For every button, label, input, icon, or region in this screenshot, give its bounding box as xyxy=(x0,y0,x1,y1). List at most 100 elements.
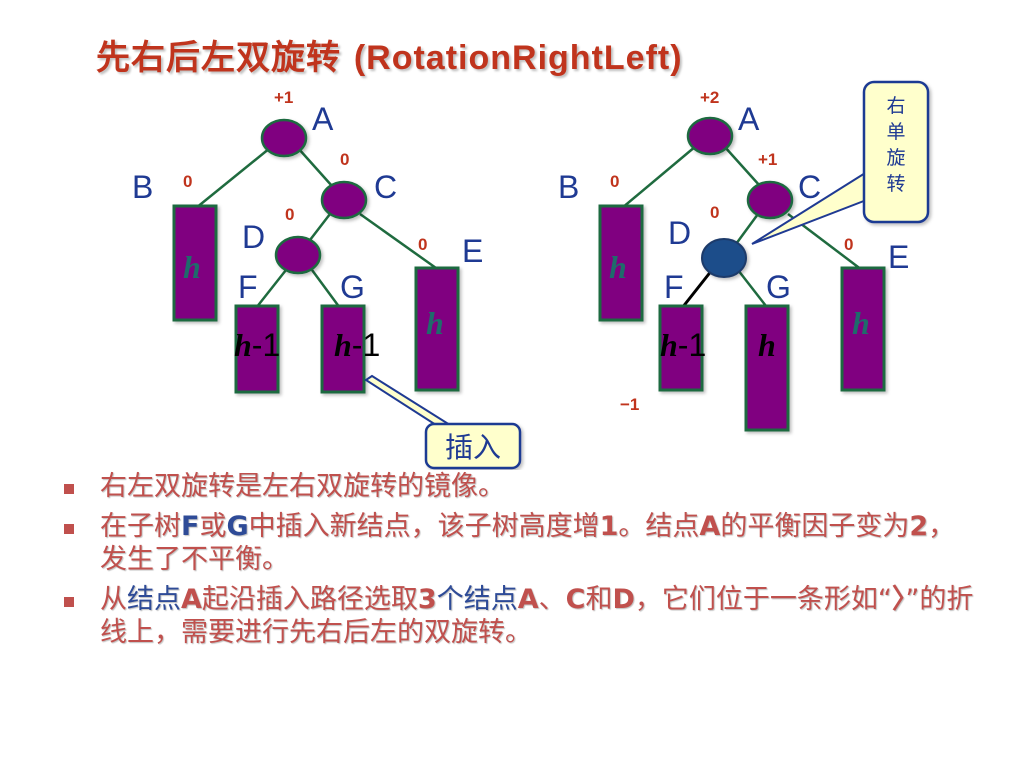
right-label-D: D xyxy=(668,215,691,251)
left-edge-D-F xyxy=(255,269,287,309)
left-balance-D: 0 xyxy=(285,205,294,224)
right-label-A: A xyxy=(738,101,760,137)
right-height-G: h xyxy=(758,327,776,363)
rotate-callout: 右 单 旋 转 xyxy=(751,80,930,245)
left-label-F: F xyxy=(238,269,258,305)
bullet-2-text: 在子树 xyxy=(100,511,181,542)
left-label-C: C xyxy=(374,169,397,205)
right-height-B: h xyxy=(609,249,627,285)
right-subtree-E xyxy=(840,266,886,392)
left-edge-A-C xyxy=(297,147,333,187)
right-height-F: h-1 xyxy=(660,327,706,363)
left-edge-C-E xyxy=(359,212,437,270)
bullet-3-text: 起沿插入路径选取 xyxy=(201,584,418,615)
rotate-callout-char-4: 转 xyxy=(886,173,905,195)
left-height-F-var: h xyxy=(234,327,252,363)
title-sub: (RotationRightLeft) xyxy=(353,39,683,77)
right-node-D-highlighted xyxy=(701,238,747,278)
bullet-3-text: ”的折线上，需要进行先右后左的双旋转。 xyxy=(100,584,974,648)
bullet-3-key: 3 xyxy=(417,584,437,615)
bullet-2-key: F xyxy=(181,511,200,542)
right-balance-C: +1 xyxy=(758,150,777,169)
left-edge-D-G xyxy=(310,269,342,309)
bullet-3-key: A xyxy=(181,584,202,615)
left-balance-E: 0 xyxy=(418,235,427,254)
bullet-3-key: A xyxy=(517,584,539,615)
right-label-B: B xyxy=(558,169,579,205)
left-height-E: h xyxy=(426,305,444,341)
left-height-F: h-1 xyxy=(234,327,280,363)
right-node-C xyxy=(746,180,794,220)
bullet-3-text: ，它们位于一条形如“ xyxy=(634,584,892,615)
left-label-B: B xyxy=(132,169,153,205)
left-edge-A-B xyxy=(195,147,271,209)
slide-title: 先右后左双旋转 (RotationRightLeft) xyxy=(96,30,683,79)
left-node-A xyxy=(260,118,308,158)
right-height-F-num: -1 xyxy=(678,327,706,363)
left-subtree-G xyxy=(320,304,366,394)
right-node-A xyxy=(686,116,734,156)
left-balance-A: +1 xyxy=(274,88,293,107)
right-tree: A B C D E F G +2 0 +1 0 0 −1 h h h-1 h xyxy=(558,88,909,432)
right-edge-A-B xyxy=(621,145,697,209)
left-height-G: h-1 xyxy=(334,327,380,363)
right-subtree-B xyxy=(598,204,644,322)
left-subtree-E xyxy=(414,266,460,392)
bullet-3-text: 结点 xyxy=(127,584,181,615)
bullet-2-text: 。结点 xyxy=(618,511,700,542)
bullet-3: 从结点A起沿插入路径选取3个结点A、C和D，它们位于一条形如“〉”的折线上，需要… xyxy=(62,583,982,649)
bullet-3-text: 和 xyxy=(585,584,613,615)
right-label-E: E xyxy=(888,239,909,275)
bullet-3-text: 从 xyxy=(100,584,127,615)
right-edge-D-G xyxy=(737,269,767,307)
bullet-3-key: 〉 xyxy=(891,584,906,615)
bullet-2: 在子树F或G中插入新结点，该子树高度增1。结点A的平衡因子变为2，发生了不平衡。 xyxy=(62,510,982,576)
left-height-G-num: -1 xyxy=(352,327,380,363)
insert-callout-label: 插入 xyxy=(445,431,501,464)
left-subtree-B xyxy=(172,204,218,322)
bullet-1-text: 右左双旋转是左右双旋转的镜像。 xyxy=(100,471,505,502)
right-height-E: h xyxy=(852,305,870,341)
bullet-2-text: 或 xyxy=(199,511,227,542)
left-edge-C-D xyxy=(309,213,331,241)
right-label-C: C xyxy=(798,169,821,205)
right-label-G: G xyxy=(766,269,791,305)
bullet-1: 右左双旋转是左右双旋转的镜像。 xyxy=(62,470,982,503)
bullet-2-text: 的平衡因子变为 xyxy=(720,511,910,542)
right-edge-C-D xyxy=(734,213,760,245)
left-subtree-F xyxy=(234,304,280,394)
left-node-C xyxy=(320,180,368,220)
left-label-D: D xyxy=(242,219,265,255)
right-height-F-var: h xyxy=(660,327,678,363)
insert-callout: 插入 xyxy=(364,374,522,470)
rotate-callout-char-3: 旋 xyxy=(886,147,905,169)
rotation-diagram: A B C D E F G +1 0 0 0 0 h h h-1 h-1 插入 xyxy=(132,80,930,470)
left-balance-B: 0 xyxy=(183,172,192,191)
bullet-3-key: C xyxy=(565,584,586,615)
left-label-G: G xyxy=(340,269,365,305)
explanation-list: 右左双旋转是左右双旋转的镜像。 在子树F或G中插入新结点，该子树高度增1。结点A… xyxy=(62,470,982,656)
right-balance-E: 0 xyxy=(844,235,853,254)
right-balance-A: +2 xyxy=(700,88,719,107)
rotate-callout-char-2: 单 xyxy=(886,121,905,143)
bullet-2-key: 1 xyxy=(599,511,619,542)
bullet-2-text: 中插入新结点，该子树高度增 xyxy=(248,511,600,542)
left-tree: A B C D E F G +1 0 0 0 0 h h h-1 h-1 xyxy=(132,88,483,394)
bullet-3-text: 、 xyxy=(538,584,566,615)
bullet-2-key: G xyxy=(226,511,249,542)
right-subtree-G xyxy=(744,304,790,432)
right-balance-D-after: −1 xyxy=(620,395,639,414)
right-edge-D-F xyxy=(680,269,714,309)
bullet-2-key: 2 xyxy=(909,511,929,542)
title-main: 先右后左双旋转 xyxy=(96,38,341,78)
left-label-A: A xyxy=(312,101,334,137)
left-balance-C: 0 xyxy=(340,150,349,169)
left-node-D xyxy=(274,235,322,275)
bullet-2-key: A xyxy=(699,511,721,542)
bullet-2-text: ，发生了不平衡。 xyxy=(100,511,956,575)
right-edge-A-C xyxy=(723,145,761,187)
left-label-E: E xyxy=(462,233,483,269)
right-balance-D: 0 xyxy=(710,203,719,222)
right-subtree-F xyxy=(658,304,704,392)
right-label-F: F xyxy=(664,269,684,305)
